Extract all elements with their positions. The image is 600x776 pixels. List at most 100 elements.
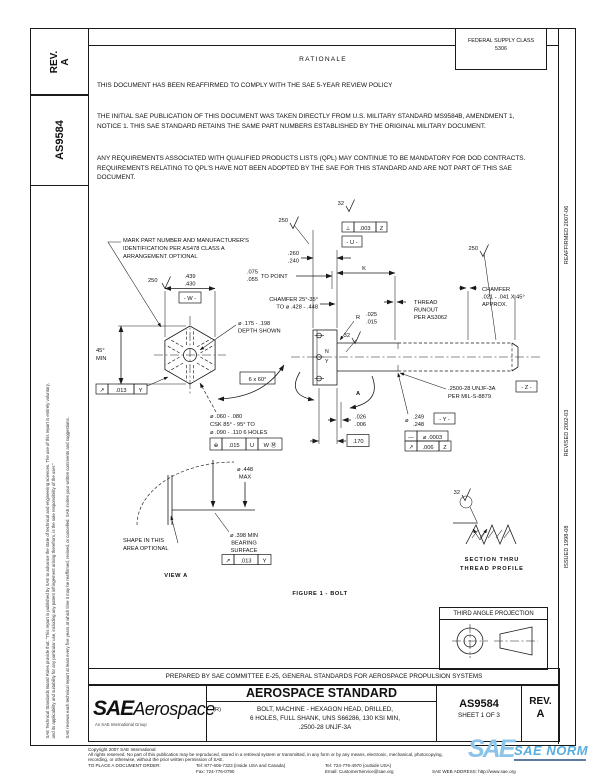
issued-date: ISSUED 1998-08: [563, 525, 570, 569]
rationale-para1: THE INITIAL SAE PUBLICATION OF THIS DOCU…: [97, 113, 515, 130]
svg-text:.075: .075: [247, 270, 258, 276]
svg-text:.025: .025: [366, 312, 377, 318]
sae-norm-text: SAE NORM: [514, 743, 589, 758]
svg-text:.021 - .041 X 45°: .021 - .041 X 45°: [482, 295, 525, 301]
fsc-label: FEDERAL SUPPLY CLASS: [467, 38, 535, 44]
view-a-direction-arrows: A: [295, 371, 375, 410]
subject-line-3: .2500-28 UNJF-3A: [298, 724, 352, 732]
doc-number-side: AS9584: [53, 120, 66, 160]
svg-text:SURFACE: SURFACE: [231, 548, 258, 554]
svg-text:MARK PART NUMBER AND MANUFACTU: MARK PART NUMBER AND MANUFACTURER'S: [123, 238, 249, 244]
svg-text:Y: Y: [139, 388, 143, 394]
svg-text:↗: ↗: [409, 445, 414, 451]
svg-text:.026: .026: [355, 415, 366, 421]
rev-cell: REV. A: [522, 696, 559, 720]
svg-text:MAX: MAX: [239, 475, 252, 481]
svg-text:⌀ .448: ⌀ .448: [237, 467, 253, 473]
svg-text:TO POINT: TO POINT: [261, 274, 288, 280]
svg-text:32: 32: [338, 201, 344, 207]
sae-norm-logo: SAE: [468, 735, 515, 763]
rev-cell-label: REV.: [529, 696, 552, 707]
svg-text:IDENTIFICATION PER AS478 CLASS: IDENTIFICATION PER AS478 CLASS A: [123, 246, 225, 252]
view-a-detail: ⌀ .448 MAX ⌀ .398 MIN BEARING SURFACE ↗ …: [123, 460, 272, 579]
footer-tel-outside: Tel: 724-776-4970 (outside USA): [325, 762, 392, 768]
frame-left-inner-line: [88, 28, 89, 740]
disclaimer-line-2: and its applicability and suitability fo…: [51, 463, 57, 739]
svg-text:THREAD PROFILE: THREAD PROFILE: [460, 566, 524, 572]
grip-dim: K: [336, 266, 396, 340]
svg-text:⌀ .398 MIN: ⌀ .398 MIN: [230, 533, 258, 539]
footer-fax: Fax: 724-776-0790: [196, 769, 235, 774]
perp-callout: 32 ⊥ .003 Z - U -: [338, 199, 388, 248]
svg-text:AREA OPTIONAL: AREA OPTIONAL: [123, 546, 169, 552]
svg-text:⌀: ⌀: [405, 418, 409, 424]
svg-text:⊕: ⊕: [214, 443, 219, 449]
fsc-value: 5306: [495, 46, 507, 52]
rationale-line1: THIS DOCUMENT HAS BEEN REAFFIRMED TO COM…: [97, 82, 393, 89]
rev-value: A: [59, 58, 71, 66]
svg-text:SHAPE IN THIS: SHAPE IN THIS: [123, 538, 164, 544]
r-mark: (R): [213, 707, 222, 713]
hole-label-n: N: [325, 349, 329, 355]
svg-text:U: U: [250, 443, 254, 449]
footer-tel-inside: Tel: 877-606-7323 (inside USA and Canada…: [196, 762, 286, 768]
doc-number-cell: AS9584 SHEET 1 OF 3: [437, 698, 521, 719]
svg-text:R: R: [356, 315, 360, 321]
datum-u: - U -: [346, 240, 357, 246]
svg-text:K: K: [362, 266, 366, 272]
sae-logo-subtitle: An SAE International Group: [95, 722, 147, 727]
rev-label: REV.: [48, 50, 60, 74]
prepared-by-bar: PREPARED BY SAE COMMITTEE E-25, GENERAL …: [88, 668, 560, 686]
finish-250-hex: 250: [148, 276, 171, 289]
third-angle-title: THIRD ANGLE PROJECTION: [440, 608, 547, 620]
svg-text:CHAMFER: CHAMFER: [482, 287, 510, 293]
datum-z: - Z -: [521, 385, 532, 391]
fillet-radius-note: R .025 .015: [339, 312, 377, 341]
standard-heading: AEROSPACE STANDARD: [207, 685, 436, 702]
svg-text:Z: Z: [380, 226, 384, 232]
thread-runout-note: THREAD RUNOUT PER AS3062: [384, 299, 447, 321]
svg-text:32: 32: [454, 490, 460, 496]
sae-norm-underline: [514, 759, 586, 761]
svg-text:Y: Y: [263, 558, 267, 564]
figure-caption: FIGURE 1 - BOLT: [292, 591, 347, 597]
view-a-caption: VIEW A: [164, 573, 188, 579]
datum-w: - W -: [184, 296, 196, 302]
svg-text:250: 250: [279, 218, 289, 224]
svg-text:32: 32: [344, 333, 350, 339]
svg-text:.015: .015: [228, 443, 239, 449]
title-block-divider-1: [206, 685, 207, 741]
third-angle-projection-box: THIRD ANGLE PROJECTION: [439, 607, 548, 670]
sae-logo-aerospace: Aerospace: [133, 699, 215, 719]
revised-date: REVISED 2002-03: [563, 409, 570, 457]
title-block: SAEAerospace An SAE International Group …: [88, 684, 560, 742]
svg-text:.249: .249: [413, 415, 424, 421]
svg-text:.003: .003: [359, 226, 370, 232]
svg-text:⌀ .090 - .110 6 HOLES: ⌀ .090 - .110 6 HOLES: [210, 430, 268, 436]
svg-text:Z: Z: [443, 445, 447, 451]
finish-250-thread: 250: [469, 244, 497, 341]
svg-text:PER MIL-S-8879: PER MIL-S-8879: [448, 394, 491, 400]
svg-text:250: 250: [469, 246, 479, 252]
datum-y: - Y -: [439, 417, 450, 423]
runout-frame-hex: ↗ .013 Y: [95, 376, 169, 395]
svg-text:6 x 60°: 6 x 60°: [249, 377, 267, 383]
doc-number-box: AS9584: [30, 94, 89, 186]
bolt-side-view: N Y: [291, 329, 540, 386]
svg-text:↗: ↗: [100, 388, 105, 394]
svg-text:.439: .439: [184, 274, 195, 280]
svg-text:CHAMFER 25°-35°: CHAMFER 25°-35°: [269, 297, 318, 303]
footer-rights-1: All rights reserved. No part of this pub…: [88, 751, 443, 757]
svg-text:.260: .260: [288, 251, 299, 257]
across-flats-dim: .439 .430 - W -: [164, 274, 216, 337]
footer-copyright: Copyright 2007 SAE International: [88, 746, 156, 752]
head-thickness-dim: .260 .240: [288, 230, 351, 328]
rev-box: REV. A: [30, 28, 89, 96]
head-chamfer-note: CHAMFER 25°-35° TO ⌀ .428 - .448: [269, 297, 336, 311]
drill-depth-note: ⌀ .175 - .198 DEPTH SHOWN: [199, 321, 281, 351]
svg-text:SECTION THRU: SECTION THRU: [465, 557, 520, 563]
svg-text:45°: 45°: [96, 348, 105, 354]
reaffirmed-date: REAFFIRMED 2007-06: [563, 205, 570, 265]
svg-text:.006: .006: [422, 445, 433, 451]
